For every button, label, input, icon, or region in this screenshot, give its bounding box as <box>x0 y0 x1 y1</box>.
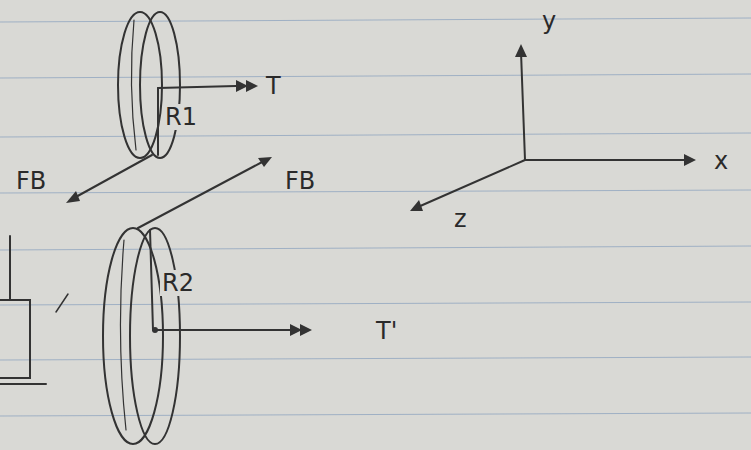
arrowheads <box>66 44 696 336</box>
ruled-lines <box>0 18 751 416</box>
pulley-two <box>103 228 290 444</box>
label: T <box>264 73 283 99</box>
label: x <box>712 148 730 174</box>
label: T' <box>374 318 399 344</box>
pulley-one <box>118 12 236 158</box>
belt-force-line <box>138 161 264 228</box>
label: z <box>452 206 469 232</box>
label: y <box>540 8 558 34</box>
belt-force-line <box>74 155 152 198</box>
axes <box>418 52 688 207</box>
label: FB <box>283 168 317 194</box>
support <box>0 236 68 384</box>
label: FB <box>14 168 48 194</box>
label: R2 <box>160 270 196 296</box>
label: R1 <box>163 104 199 130</box>
